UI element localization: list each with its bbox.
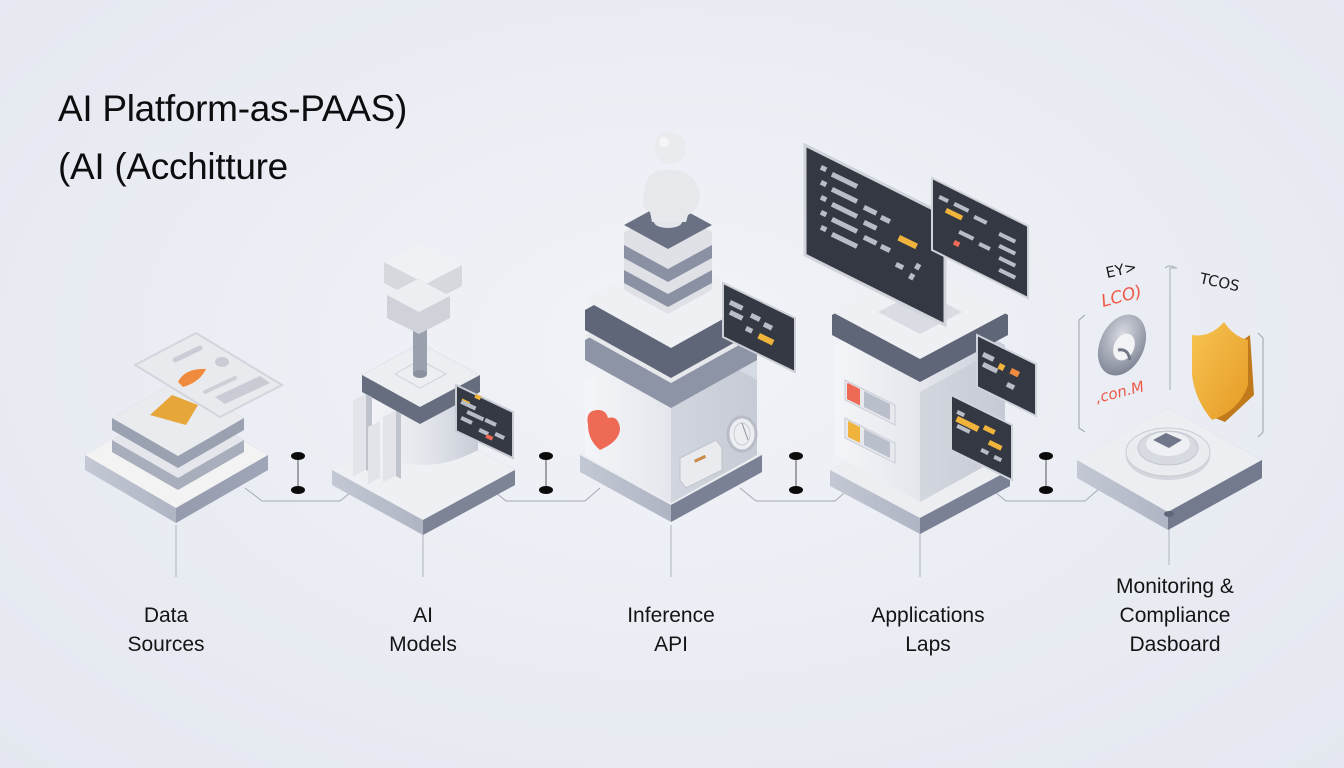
node-label-data-sources: Data Sources (66, 601, 266, 659)
label-line: API (654, 633, 688, 656)
annotation-red-bottom: ,con.M (1094, 377, 1146, 406)
connector-4-dot-top (1039, 452, 1053, 460)
annotation-top-right: TCOS (1197, 269, 1241, 295)
connectors (175, 452, 1170, 577)
node-label-monitoring: Monitoring & Compliance Dasboard (1075, 572, 1275, 659)
connector-3 (739, 456, 851, 502)
node-label-ai-models: AI Models (323, 601, 523, 659)
label-line: AI (413, 604, 433, 627)
connector-3-dot-bottom (789, 486, 803, 494)
monitoring-base-icon[interactable]: EY> LCO) ,con.M TCOS (1077, 258, 1264, 530)
stacked-layers-with-card-icon[interactable] (85, 331, 285, 523)
title-line-1: AI Platform-as-PAAS) (58, 88, 408, 129)
annotation-top-left: EY> (1104, 258, 1138, 282)
connector-4 (989, 456, 1101, 502)
connector-1-dot-top (291, 452, 305, 460)
label-line: Dasboard (1129, 633, 1221, 656)
connector-3-dot-top (789, 452, 803, 460)
server-tower-with-figure-icon[interactable] (580, 132, 796, 522)
connector-2-dot-bottom (539, 486, 553, 494)
label-line: Models (389, 633, 457, 656)
connector-2 (489, 456, 601, 502)
connector-1-dot-bottom (291, 486, 305, 494)
label-line: Monitoring & (1116, 575, 1234, 598)
annotation-red-top: LCO) (1099, 282, 1144, 312)
diagram-title: AI Platform-as-PAAS) (AI (Acchitture (58, 80, 407, 196)
label-line: Data (143, 604, 189, 627)
label-line: Sources (127, 633, 205, 656)
title-line-2: (AI (Acchitture (58, 146, 288, 187)
label-line: Laps (905, 633, 951, 656)
label-line: Applications (871, 604, 985, 627)
label-line: Compliance (1119, 604, 1231, 627)
connector-4-dot-bottom (1039, 486, 1053, 494)
app-server-with-monitors-icon[interactable] (803, 142, 1037, 534)
model-pedestal-icon[interactable] (332, 243, 515, 535)
node-label-applications: Applications Laps (828, 601, 1028, 659)
connector-2-dot-top (539, 452, 553, 460)
connector-1 (244, 456, 357, 502)
node-label-inference-api: Inference API (571, 601, 771, 659)
label-line: Inference (627, 604, 715, 627)
